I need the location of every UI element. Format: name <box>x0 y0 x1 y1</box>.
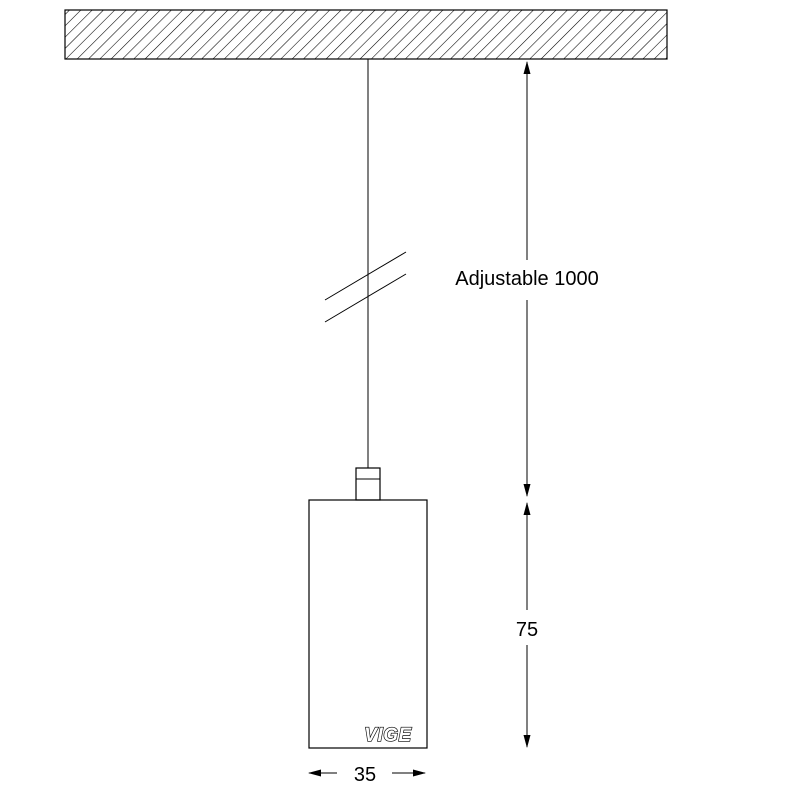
body-width-dimension: 35 <box>308 764 426 786</box>
vige-logo: VIGE <box>364 724 413 746</box>
body-height-label: 75 <box>516 619 538 641</box>
body-height-dimension: 75 <box>516 502 538 748</box>
cable-length-dimension: Adjustable 1000 <box>455 61 599 497</box>
lamp-body <box>308 499 428 749</box>
ceiling-mount <box>64 9 668 60</box>
cable-break-symbol <box>324 251 407 323</box>
cable-connector <box>355 467 381 501</box>
body-width-label: 35 <box>354 764 376 786</box>
svg-text:VIGE: VIGE <box>364 725 412 746</box>
cable-length-label: Adjustable 1000 <box>455 268 598 290</box>
